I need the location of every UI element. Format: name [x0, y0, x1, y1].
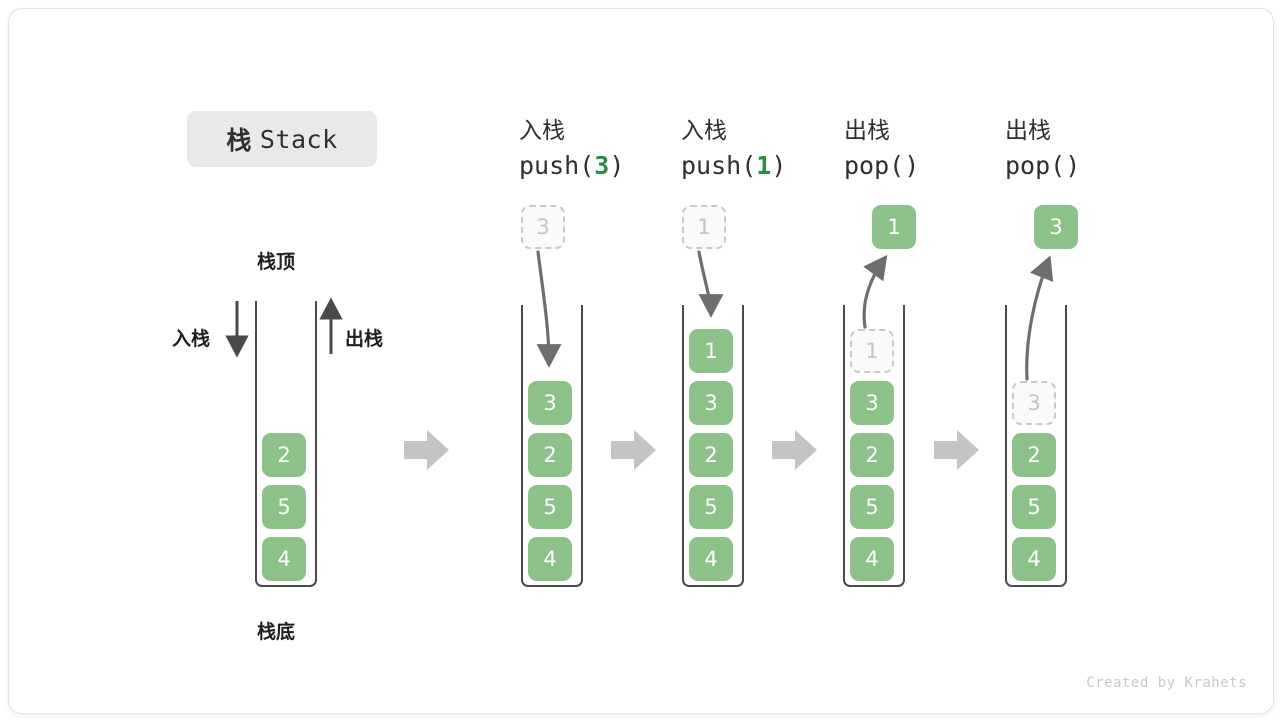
stack-cell: 2	[850, 433, 894, 477]
stack-cell: 5	[1012, 485, 1056, 529]
caption-pop-3-code: pop()	[1005, 149, 1175, 183]
stage-block-arrow	[611, 430, 656, 470]
caption-push-3-code: push(3)	[519, 149, 689, 183]
caption-push-1-code: push(1)	[681, 149, 851, 183]
code-arg: 1	[756, 151, 772, 180]
code-suffix: )	[904, 151, 920, 180]
title-en: Stack	[259, 124, 338, 154]
stack-tube-push-3	[521, 305, 583, 587]
code-arg: 3	[594, 151, 610, 180]
label-stack-top: 栈顶	[257, 252, 296, 273]
code-suffix: )	[1065, 151, 1081, 180]
stack-tube-initial	[255, 301, 317, 587]
stack-cell: 1	[689, 329, 733, 373]
stack-tube-push-1	[682, 305, 744, 587]
caption-push-1: 入栈 push(1)	[681, 115, 851, 183]
title-badge: 栈 Stack	[187, 111, 377, 167]
caption-push-1-cn: 入栈	[681, 117, 727, 143]
stack-cell: 4	[689, 537, 733, 581]
stack-cell: 3	[689, 381, 733, 425]
stack-cell: 5	[689, 485, 733, 529]
stack-cell: 2	[528, 433, 572, 477]
caption-pop-3-cn: 出栈	[1005, 117, 1051, 143]
label-push-left: 入栈	[172, 329, 211, 350]
code-suffix: )	[771, 151, 787, 180]
stack-cell: 2	[689, 433, 733, 477]
title-cn: 栈	[226, 127, 252, 155]
diagram-card: 栈 Stack 入栈 push(3) 入栈 push(1) 出栈 pop() 出…	[8, 8, 1274, 714]
stack-cell: 5	[262, 485, 306, 529]
stage-block-arrow	[772, 430, 817, 470]
stack-cell-ghost: 3	[1012, 381, 1056, 425]
stage-block-arrow	[404, 430, 449, 470]
stack-cell-ghost: 1	[850, 329, 894, 373]
stack-tube-pop-3	[1005, 305, 1067, 587]
footer-credit: Created by Krahets	[1086, 675, 1247, 691]
stack-cell: 5	[850, 485, 894, 529]
caption-pop-1-code: pop()	[844, 149, 1014, 183]
stack-tube-pop-1	[843, 305, 905, 587]
code-prefix: push(	[681, 151, 757, 180]
caption-pop-1: 出栈 pop()	[844, 115, 1014, 183]
diagram-canvas: 栈 Stack 入栈 push(3) 入栈 push(1) 出栈 pop() 出…	[9, 9, 1273, 713]
stack-cell: 4	[262, 537, 306, 581]
label-stack-bottom: 栈底	[257, 622, 296, 643]
stack-cell: 2	[262, 433, 306, 477]
stack-cell: 3	[528, 381, 572, 425]
caption-push-3: 入栈 push(3)	[519, 115, 689, 183]
stack-cell: 4	[1012, 537, 1056, 581]
stack-cell: 3	[850, 381, 894, 425]
floating-popped-cell: 1	[872, 205, 916, 249]
code-prefix: push(	[519, 151, 595, 180]
label-pop-right: 出栈	[345, 329, 384, 350]
floating-popped-cell: 3	[1034, 205, 1078, 249]
code-prefix: pop(	[844, 151, 905, 180]
stack-cell: 4	[850, 537, 894, 581]
caption-pop-3: 出栈 pop()	[1005, 115, 1175, 183]
stack-cell: 4	[528, 537, 572, 581]
code-suffix: )	[609, 151, 625, 180]
stack-cell: 5	[528, 485, 572, 529]
stack-cell: 2	[1012, 433, 1056, 477]
code-prefix: pop(	[1005, 151, 1066, 180]
caption-push-3-cn: 入栈	[519, 117, 565, 143]
floating-ghost-cell: 1	[682, 205, 726, 249]
stage-block-arrow	[934, 430, 979, 470]
caption-pop-1-cn: 出栈	[844, 117, 890, 143]
floating-ghost-cell: 3	[521, 205, 565, 249]
